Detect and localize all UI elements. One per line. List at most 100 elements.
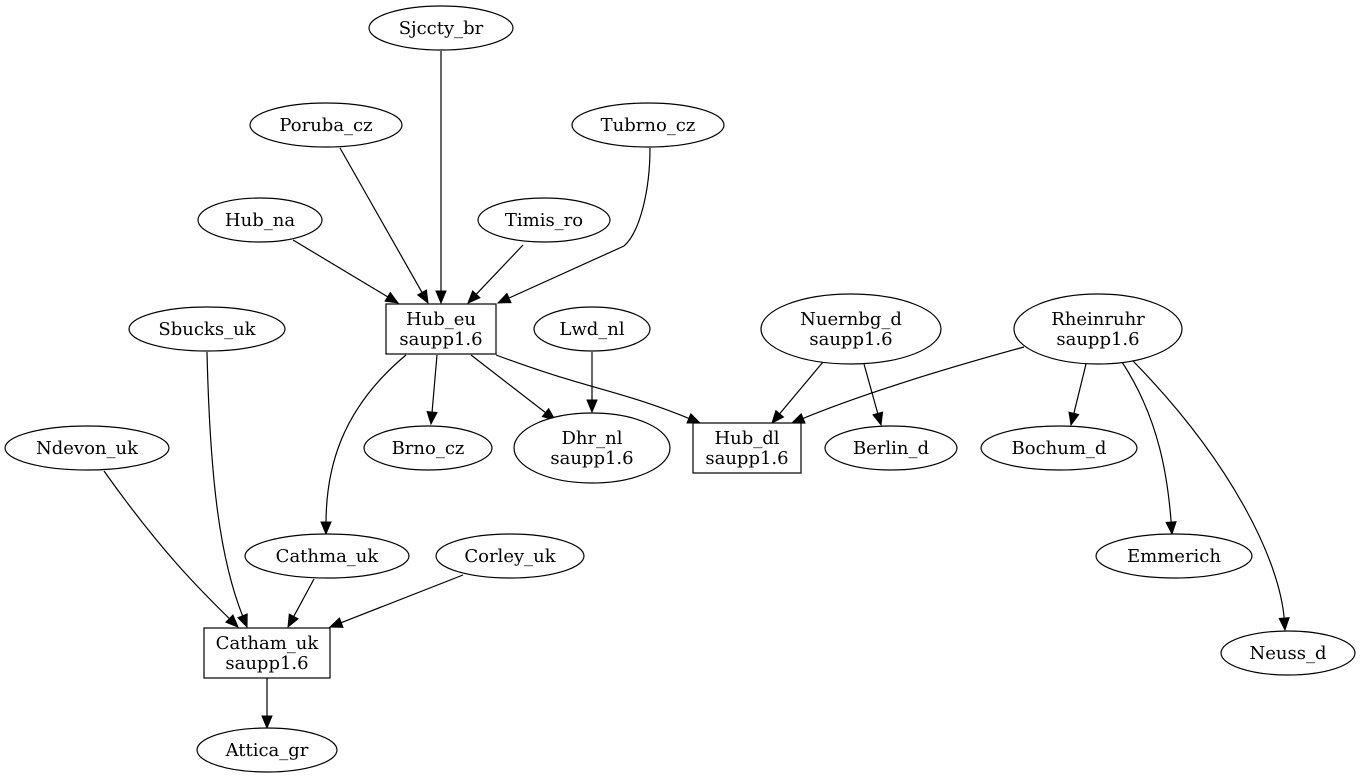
edge-line [292, 578, 315, 619]
node-label: Hub_eu [406, 309, 476, 330]
arrowhead-icon [384, 291, 400, 304]
node-ellipse [1013, 293, 1183, 365]
edge-corley_uk-to-catham_uk [328, 574, 464, 628]
node-label: Sbucks_uk [158, 319, 256, 340]
node-sbucks_uk: Sbucks_uk [128, 306, 286, 352]
arrowhead-icon [225, 614, 239, 628]
node-attica_gr: Attica_gr [196, 727, 338, 773]
edge-line [863, 363, 879, 416]
edge-timis_ro-to-hub_eu [467, 244, 524, 304]
node-ellipse [368, 5, 514, 51]
edge-tubrno_cz-to-hub_eu [496, 147, 651, 304]
node-label: Ndevon_uk [36, 438, 139, 459]
edge-line [777, 361, 824, 416]
node-label: Neuss_d [1250, 643, 1327, 664]
node-hub_na: Hub_na [197, 197, 323, 243]
arrowhead-icon [416, 289, 429, 305]
node-ellipse [128, 306, 286, 352]
node-label: saupp1.6 [1056, 329, 1139, 350]
node-label: saupp1.6 [809, 329, 892, 350]
node-label: saupp1.6 [399, 329, 482, 350]
arrowhead-icon [261, 715, 273, 730]
node-ellipse [196, 727, 338, 773]
node-label: Corley_uk [464, 546, 556, 567]
node-ellipse [1095, 533, 1253, 579]
node-label: Hub_dl [714, 428, 779, 449]
node-bochum_d: Bochum_d [980, 425, 1138, 471]
arrowhead-icon [328, 617, 344, 628]
edges-layer [103, 51, 1290, 730]
node-label: saupp1.6 [550, 448, 633, 469]
node-ndevon_uk: Ndevon_uk [4, 425, 170, 471]
node-lwd_nl: Lwd_nl [533, 306, 651, 352]
node-ellipse [513, 412, 671, 484]
node-label: Timis_ro [505, 210, 583, 231]
node-ellipse [760, 293, 942, 365]
edge-rheinruhr-to-neuss_d [1132, 360, 1290, 632]
edge-line [800, 346, 1025, 420]
edge-hub_eu-to-brno_cz [426, 354, 438, 426]
arrowhead-icon [320, 521, 332, 536]
node-label: Catham_uk [216, 633, 320, 654]
arrowhead-icon [496, 292, 512, 304]
node-ellipse [4, 425, 170, 471]
edge-cathma_uk-to-catham_uk [287, 578, 315, 629]
node-berlin_d: Berlin_d [824, 425, 958, 471]
node-poruba_cz: Poruba_cz [249, 102, 403, 148]
node-corley_uk: Corley_uk [435, 533, 585, 579]
node-label: saupp1.6 [705, 448, 788, 469]
arrowhead-icon [586, 399, 598, 414]
node-label: Hub_na [225, 210, 295, 231]
edge-rheinruhr-to-emmerich [1121, 361, 1177, 536]
node-ellipse [477, 197, 611, 243]
node-label: Cathma_uk [276, 546, 380, 567]
edge-line [495, 354, 692, 420]
node-label: Lwd_nl [559, 319, 624, 340]
edge-hub_eu-to-cathma_uk [320, 354, 407, 536]
node-ellipse [1220, 630, 1356, 676]
edge-line [1072, 363, 1087, 416]
node-label: Poruba_cz [279, 115, 372, 136]
node-label: Emmerich [1127, 546, 1221, 567]
edge-hub_eu-to-hub_dl [495, 354, 702, 424]
node-label: Rheinruhr [1051, 309, 1145, 330]
node-tubrno_cz: Tubrno_cz [571, 102, 725, 148]
node-ellipse [249, 102, 403, 148]
arrowhead-icon [1165, 521, 1177, 536]
arrowhead-icon [237, 613, 248, 629]
edge-nuernbg_d-to-berlin_d [863, 363, 884, 427]
edge-line [506, 147, 651, 300]
arrowhead-icon [287, 613, 299, 629]
node-label: Attica_gr [225, 740, 309, 761]
edge-line [292, 239, 390, 299]
arrowhead-icon [771, 409, 785, 425]
edge-line [206, 351, 244, 618]
edge-line [1132, 360, 1285, 621]
edge-poruba_cz-to-hub_eu [339, 147, 429, 305]
arrowhead-icon [1068, 411, 1080, 427]
node-emmerich: Emmerich [1095, 533, 1253, 579]
arrowhead-icon [872, 411, 884, 427]
arrowhead-icon [1278, 617, 1290, 632]
node-label: Brno_cz [392, 438, 465, 459]
node-label: Bochum_d [1012, 438, 1107, 459]
node-box [203, 627, 331, 679]
edge-line [339, 574, 464, 624]
node-ellipse [197, 197, 323, 243]
node-label: Nuernbg_d [800, 309, 902, 330]
arrowhead-icon [467, 290, 481, 304]
node-ellipse [244, 533, 410, 579]
node-label: Dhr_nl [562, 428, 623, 449]
arrowhead-icon [426, 411, 438, 426]
edge-lwd_nl-to-dhr_nl [586, 352, 598, 414]
edge-hub_na-to-hub_eu [292, 239, 400, 304]
node-neuss_d: Neuss_d [1220, 630, 1356, 676]
edge-line [103, 470, 232, 621]
node-ellipse [824, 425, 958, 471]
edge-hub_eu-to-dhr_nl [470, 354, 557, 421]
